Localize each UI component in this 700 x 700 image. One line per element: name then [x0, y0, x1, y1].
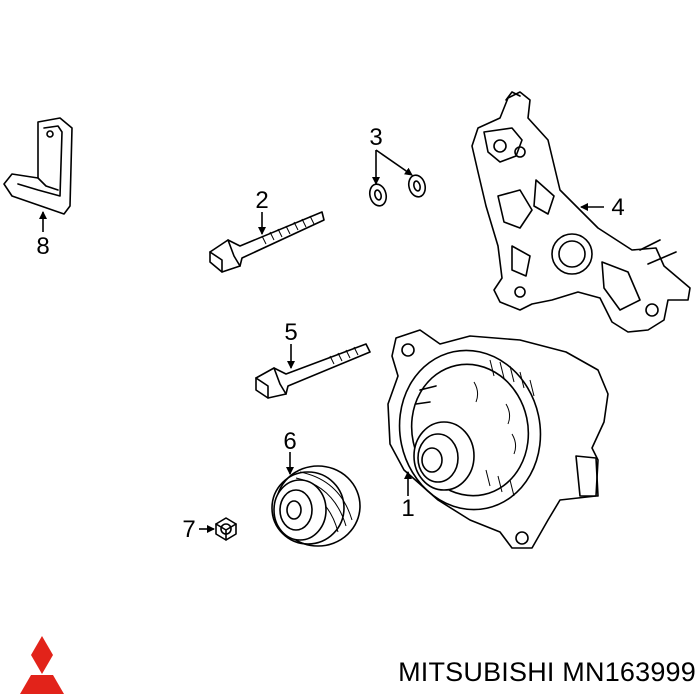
leader-lines [39, 149, 604, 533]
callout-2: 2 [255, 187, 268, 214]
callout-6: 6 [283, 428, 296, 455]
nut-part-7 [215, 517, 237, 541]
callout-3: 3 [369, 124, 382, 151]
bolt-part-5 [255, 343, 371, 399]
callout-8: 8 [36, 233, 49, 260]
callout-5: 5 [284, 319, 297, 346]
bolt-part-2 [209, 211, 325, 273]
callout-1: 1 [401, 495, 414, 522]
alternator-bracket-part-4 [471, 91, 691, 333]
brand-part-number: MITSUBISHI MN163999 [398, 657, 696, 687]
callout-4: 4 [611, 194, 624, 221]
mitsubishi-logo [20, 636, 64, 694]
washers-part-3 [368, 174, 427, 207]
pulley-part-6 [271, 465, 361, 547]
callout-7: 7 [182, 516, 195, 543]
alternator-part-1 [387, 329, 609, 549]
bracket-part-8 [3, 117, 73, 215]
